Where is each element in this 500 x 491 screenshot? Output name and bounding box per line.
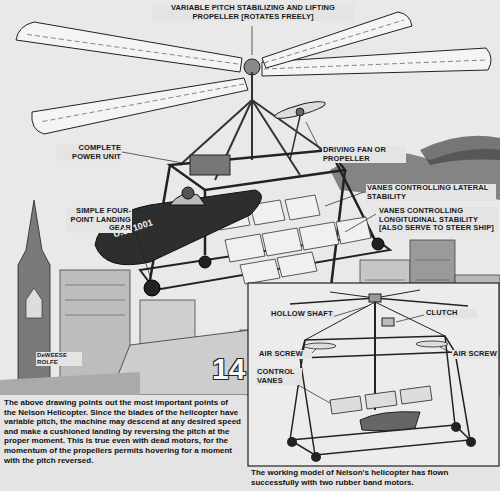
callout-label: DeWEESE ROLFE — [36, 352, 82, 366]
callout-label: AIR SCREW — [258, 350, 312, 359]
callout-label: VANES CONTROLLING LATERAL STABILITY — [366, 184, 496, 201]
callout-label: VANES CONTROLLING LONGITUDINAL STABILITY… — [378, 207, 498, 233]
callout-label: DRIVING FAN OR PROPELLER — [322, 146, 406, 163]
callout-label: HOLLOW SHAFT — [270, 310, 334, 319]
inset-caption: The working model of Nelson's helicopter… — [251, 468, 497, 487]
callout-label: VARIABLE PITCH STABILIZING AND LIFTING P… — [152, 4, 354, 21]
callout-label: CONTROL VANES — [256, 368, 302, 385]
callout-label: AIR SCREW — [452, 350, 498, 359]
callout-label: COMPLETE POWER UNIT — [56, 144, 122, 161]
callout-label: CLUTCH — [425, 309, 477, 318]
figure-caption: The above drawing points out the most im… — [4, 398, 242, 465]
